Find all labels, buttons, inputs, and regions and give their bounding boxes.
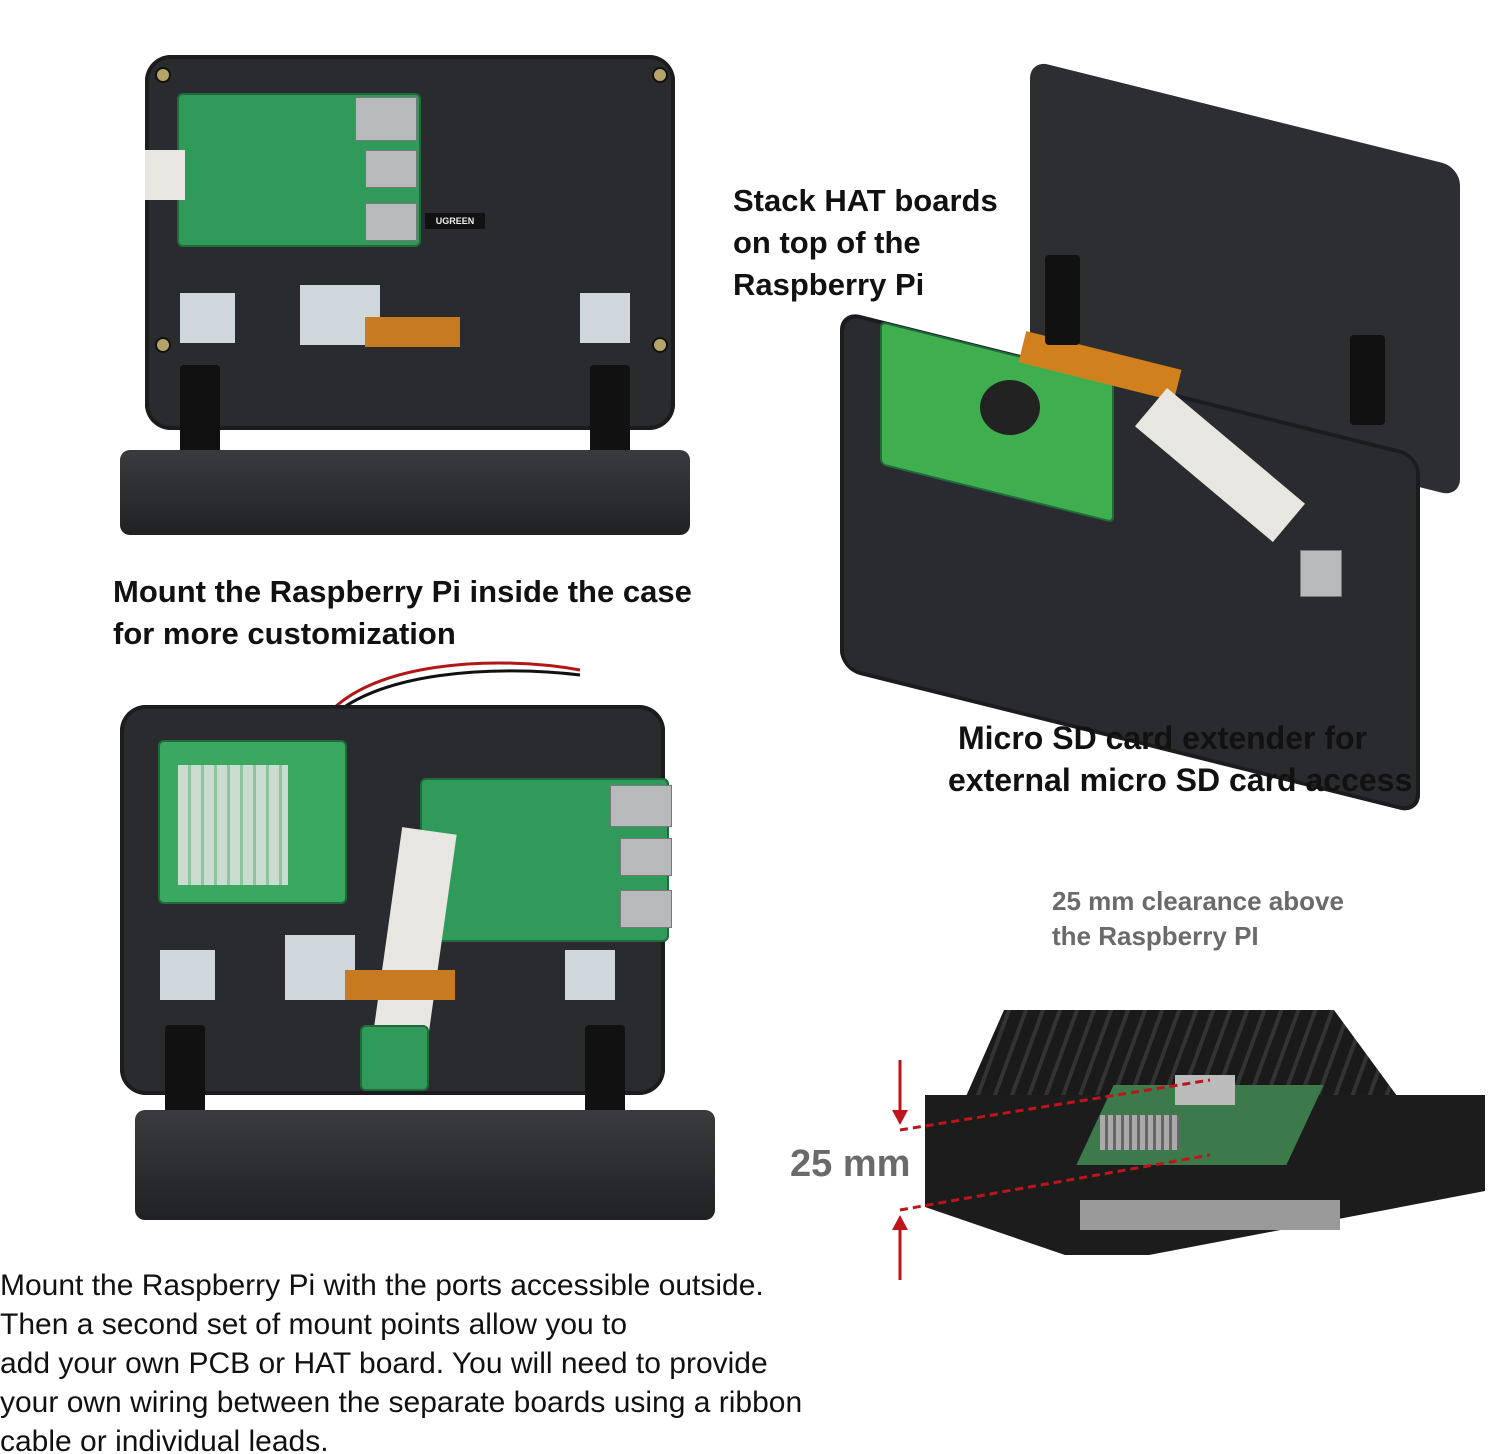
caption-line: Raspberry Pi bbox=[733, 267, 925, 302]
caption-line: for more customization bbox=[113, 616, 456, 651]
micro-sd-caption: Micro SD card extender for external micr… bbox=[948, 717, 1412, 801]
stack-hat-caption: Stack HAT boards on top of the Raspberry… bbox=[733, 180, 998, 306]
photo-pi-outside-case bbox=[120, 650, 720, 1230]
caption-line: Mount the Raspberry Pi inside the case bbox=[113, 574, 692, 609]
clearance-caption: 25 mm clearance above the Raspberry PI bbox=[1052, 884, 1344, 954]
caption-line: on top of the bbox=[733, 225, 921, 260]
caption-line: 25 mm clearance above bbox=[1052, 886, 1344, 916]
paragraph-line: Mount the Raspberry Pi with the ports ac… bbox=[0, 1269, 764, 1302]
photo-stacked-hat bbox=[830, 60, 1470, 815]
render-case-clearance bbox=[920, 1005, 1490, 1260]
dimension-arrows bbox=[892, 1060, 1211, 1280]
caption-line: Stack HAT boards bbox=[733, 183, 998, 218]
paragraph-line: cable or individual leads. bbox=[0, 1425, 329, 1454]
paragraph-line: add your own PCB or HAT board. You will … bbox=[0, 1347, 768, 1380]
paragraph-line: your own wiring between the separate boa… bbox=[0, 1386, 803, 1419]
paragraph-line: Then a second set of mount points allow … bbox=[0, 1308, 628, 1341]
caption-line: external micro SD card access bbox=[948, 762, 1413, 798]
cable-label: UGREEN bbox=[425, 213, 485, 229]
mount-inside-caption: Mount the Raspberry Pi inside the case f… bbox=[113, 571, 692, 655]
caption-line: the Raspberry PI bbox=[1052, 921, 1259, 951]
photo-pi-inside-case: UGREEN bbox=[115, 55, 705, 550]
caption-line: Micro SD card extender for bbox=[958, 720, 1367, 756]
dimension-label: 25 mm bbox=[790, 1143, 911, 1185]
mount-outside-paragraph: Mount the Raspberry Pi with the ports ac… bbox=[0, 1266, 802, 1454]
